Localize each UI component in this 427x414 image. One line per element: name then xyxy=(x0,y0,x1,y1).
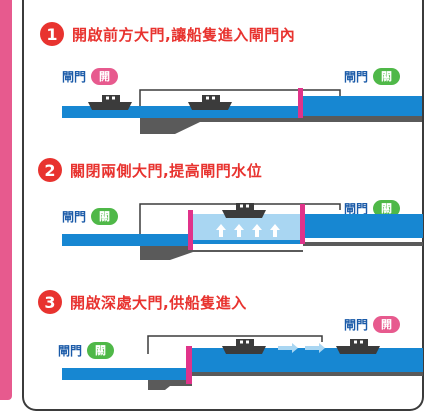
chamber-floor xyxy=(140,242,423,260)
lock-chamber-outline xyxy=(139,89,341,114)
step-3-left-gate-label: 閘門 關 xyxy=(58,340,115,360)
boat-icon xyxy=(222,203,266,218)
step-1-lock-scene xyxy=(62,88,422,134)
step-1-left-gate-label: 閘門 開 xyxy=(62,66,119,86)
step-2-left-gate-label: 閘門 關 xyxy=(62,206,119,226)
step-1-right-gate-label: 閘門 關 xyxy=(344,66,401,86)
gate-name: 閘門 xyxy=(344,317,369,332)
gate-name: 閘門 xyxy=(344,69,369,84)
left-gate xyxy=(186,346,192,384)
lower-water xyxy=(62,368,190,380)
boat-icon xyxy=(188,95,232,110)
gate-state-pill: 關 xyxy=(87,341,115,359)
up-arrow-icon xyxy=(270,224,280,237)
step-2-lock-scene xyxy=(62,203,423,260)
step-3-right-gate-label: 閘門 開 xyxy=(344,314,401,334)
lower-water xyxy=(62,234,190,246)
left-gate xyxy=(188,210,193,250)
up-arrow-icon xyxy=(234,224,244,237)
gate-state-pill: 關 xyxy=(373,199,401,217)
gate-name: 閘門 xyxy=(62,69,87,84)
up-arrow-icon xyxy=(252,224,262,237)
upper-water xyxy=(303,214,423,238)
water-rise-arrows xyxy=(216,224,280,237)
right-arrow-icon xyxy=(278,343,298,353)
chamber-water-base xyxy=(193,240,303,244)
gate-name: 閘門 xyxy=(58,343,83,358)
right-gate xyxy=(300,204,305,244)
step-3-number-badge: 3 xyxy=(38,290,62,314)
upper-ground xyxy=(302,116,422,122)
chamber-floor xyxy=(148,372,423,390)
boat-icon xyxy=(336,339,380,354)
step-1-title: 開啟前方大門,讓船隻進入閘門內 xyxy=(72,26,296,44)
gate-state-pill: 關 xyxy=(91,207,119,225)
right-gate xyxy=(298,88,303,118)
right-arrow-icon xyxy=(305,343,325,353)
gate-name: 閘門 xyxy=(62,209,87,224)
gate-name: 閘門 xyxy=(344,201,369,216)
upper-water xyxy=(302,96,422,116)
boat-icon xyxy=(88,95,132,110)
lock-chamber-outline xyxy=(147,335,323,354)
boat-icon xyxy=(222,339,266,354)
gate-state-pill: 開 xyxy=(91,67,119,85)
step-2-title: 關閉兩側大門,提高閘門水位 xyxy=(70,162,263,180)
step-2-number-badge: 2 xyxy=(38,158,62,182)
chamber-water-rising xyxy=(193,214,303,244)
gate-state-pill: 開 xyxy=(373,315,401,333)
move-arrows xyxy=(278,343,325,353)
step-3-lock-scene xyxy=(62,335,423,390)
side-accent-bar xyxy=(0,0,12,400)
step-3-title: 開啟深處大門,供船隻進入 xyxy=(70,294,247,312)
up-arrow-icon xyxy=(216,224,226,237)
step-1-number-badge: 1 xyxy=(40,22,64,46)
chamber-floor xyxy=(140,118,302,134)
step-2-right-gate-label: 閘門 關 xyxy=(344,198,401,218)
gate-state-pill: 關 xyxy=(373,67,401,85)
